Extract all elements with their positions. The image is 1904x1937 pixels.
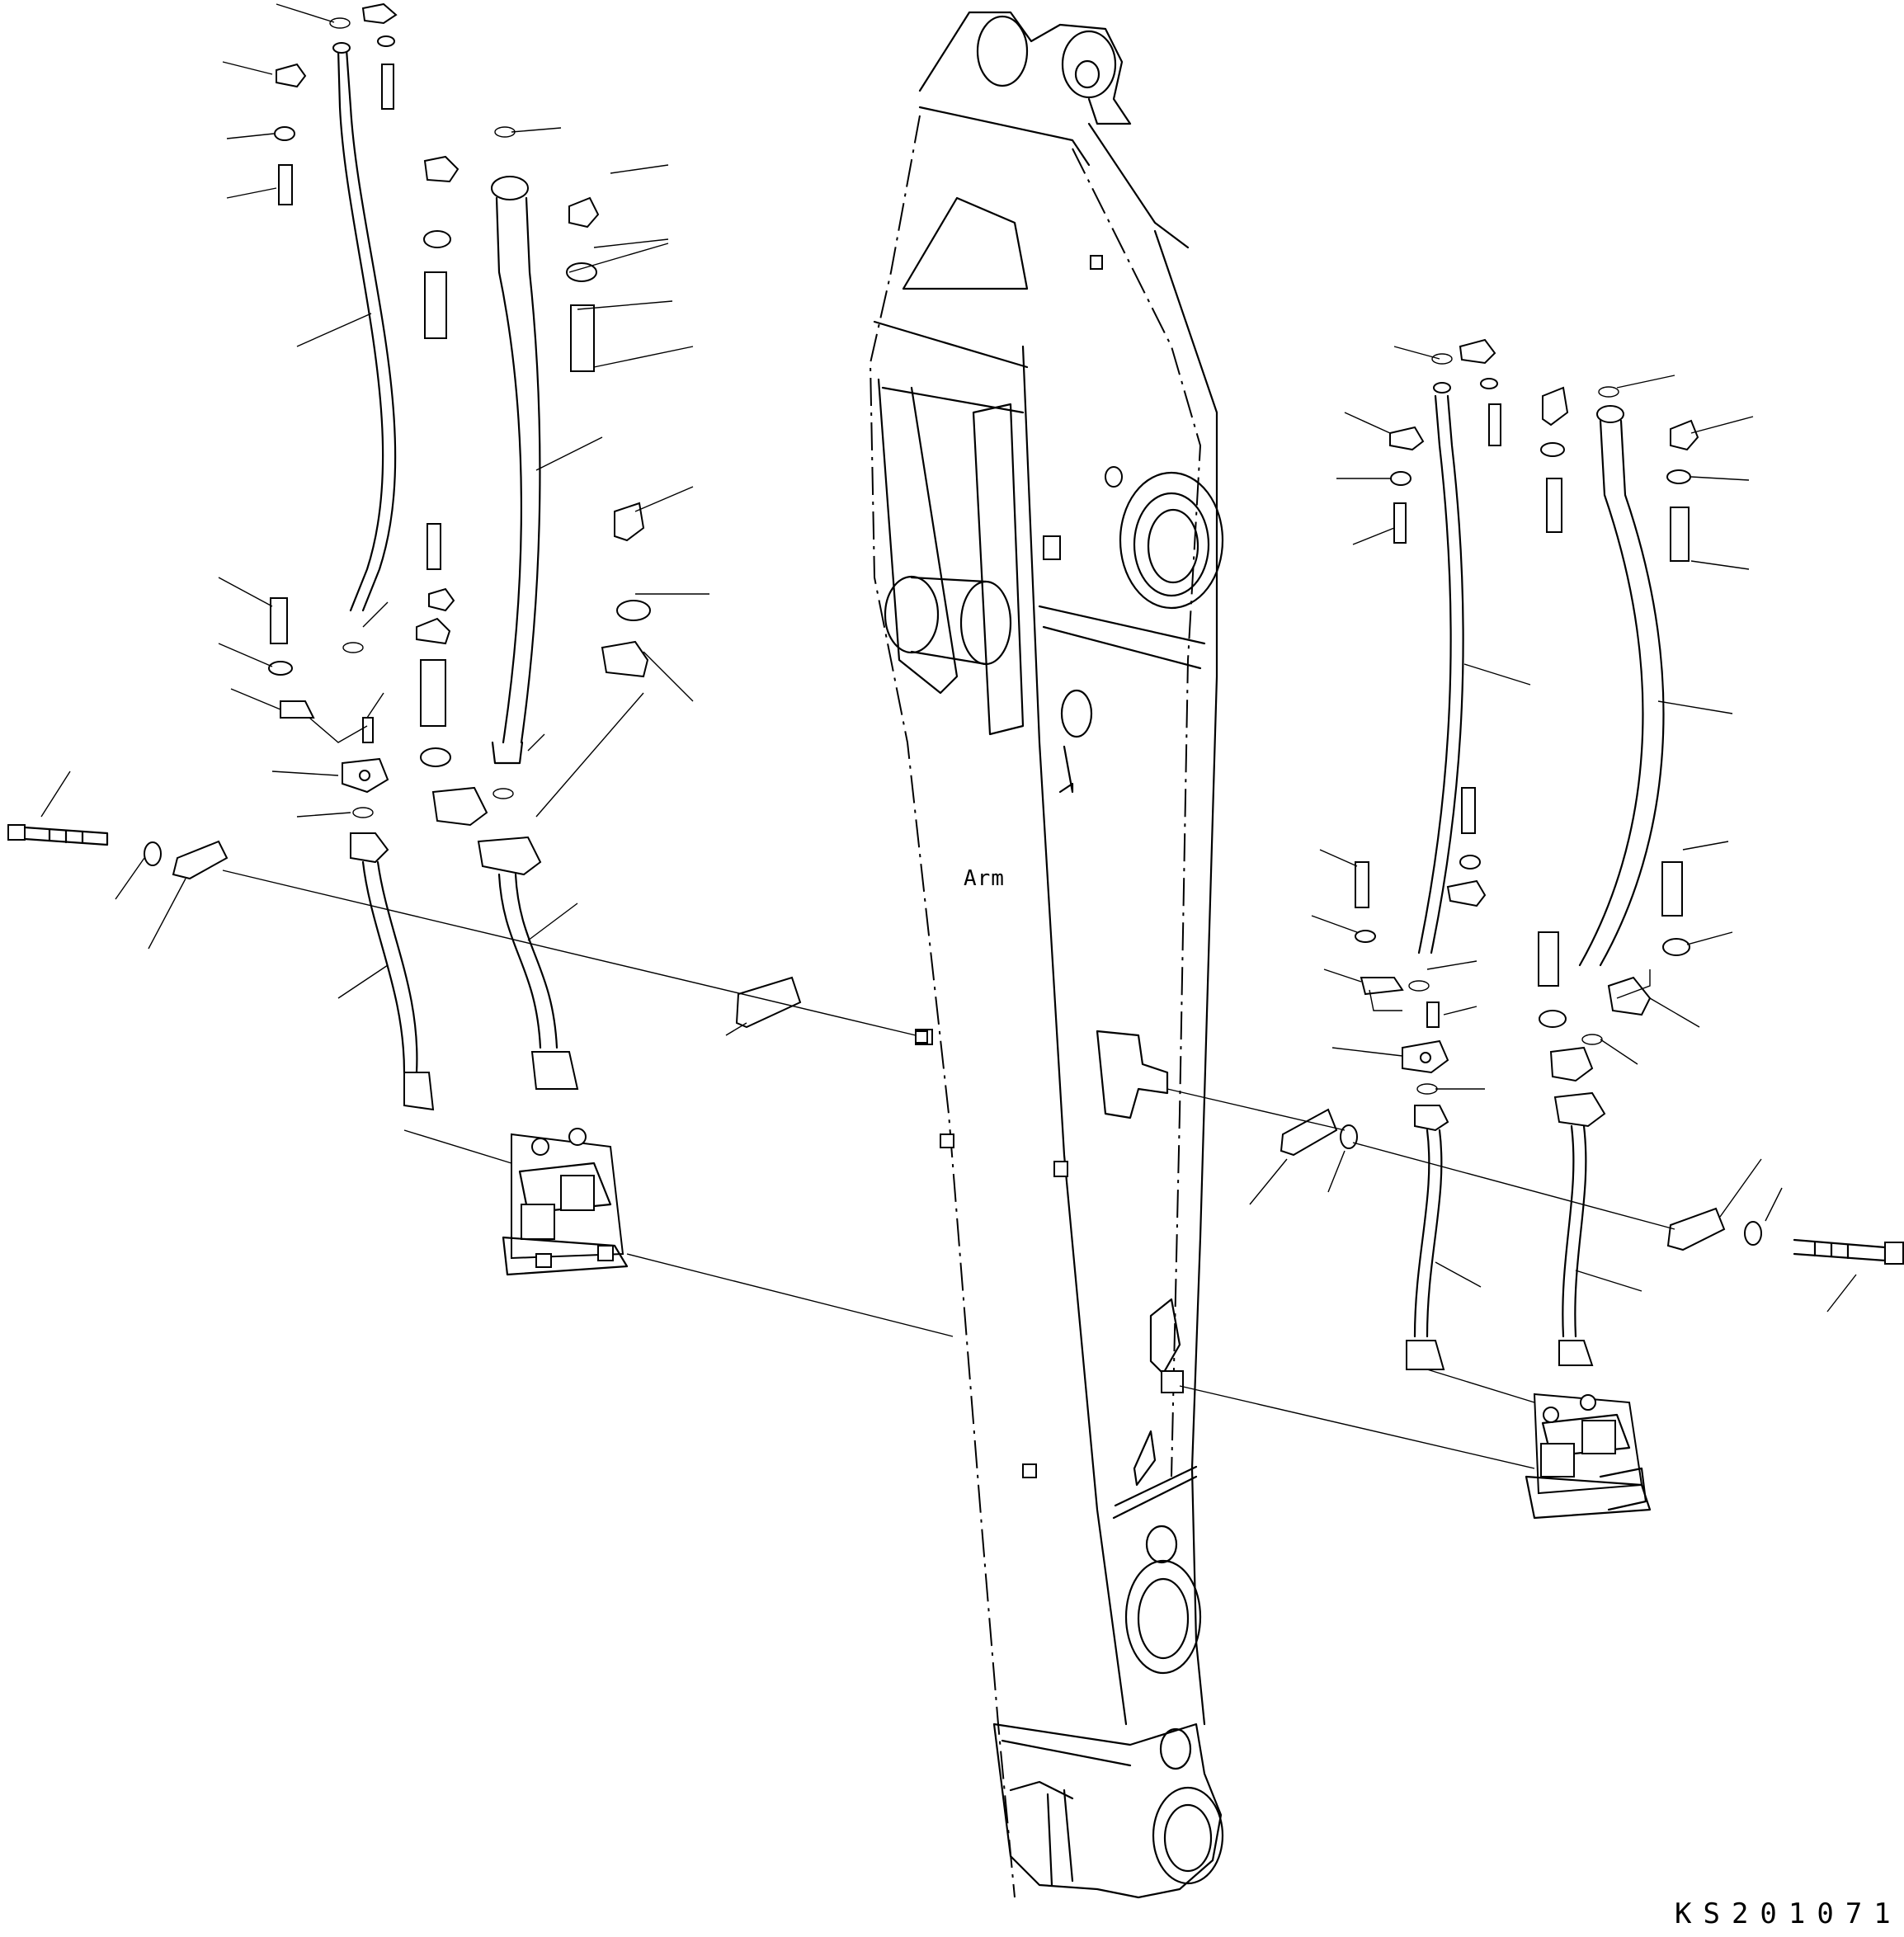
arm-label: Arm (964, 866, 1005, 891)
right-hose-assembly (1166, 338, 1904, 1520)
arm-structure (869, 11, 1224, 1899)
drawing-code: KS201071 (1675, 1897, 1902, 1930)
left-hose-assembly (7, 2, 954, 1337)
